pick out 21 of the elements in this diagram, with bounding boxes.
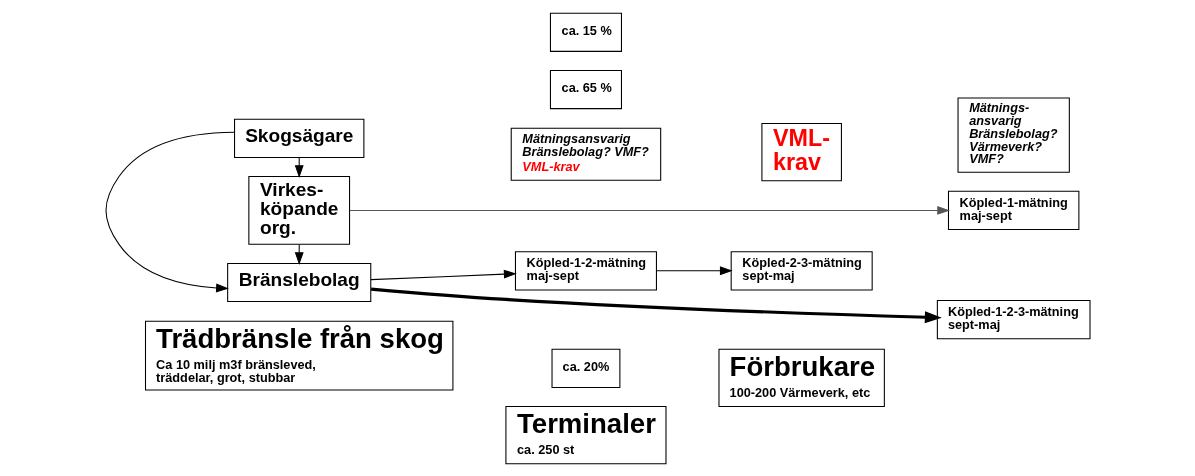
node-box: Köpled-1-2-mätning maj-sept	[514, 250, 657, 290]
node-box: Köpled-1-mätning maj-sept	[947, 190, 1079, 230]
arrow	[370, 287, 942, 323]
node-box: ca. 65 %	[549, 69, 622, 109]
node-box: Mätnings- ansvarig Bränslebolag? Värmeverk? VMF?	[957, 97, 1070, 173]
node-box: Virkes- köpande org.	[247, 175, 350, 245]
node-box: Trädbränsle från skog Ca 10 milj m3f bränsleved, träddelar, grot, stubbar	[144, 320, 453, 391]
node-box: Köpled-1-2-3-mätning sept-maj	[936, 299, 1091, 339]
arrow	[348, 205, 950, 215]
node-box: Skogsägare	[233, 118, 364, 158]
node-box: VML- krav	[760, 122, 842, 181]
arrow	[104, 131, 235, 292]
node-box: Bränslebolag	[226, 262, 371, 302]
node-box: Förbrukare 100-200 Värmeverk, etc	[717, 348, 885, 407]
node-box: ca. 20%	[551, 348, 620, 388]
node-box: Terminaler ca. 250 st	[504, 405, 666, 464]
node-box: Mätningsansvarig Bränslebolag? VMF? VML-krav	[510, 127, 661, 181]
arrow	[369, 269, 517, 280]
node-box: ca. 15 %	[549, 12, 622, 52]
node-box: Köpled-2-3-mätning sept-maj	[730, 250, 873, 290]
arrow	[655, 265, 733, 275]
